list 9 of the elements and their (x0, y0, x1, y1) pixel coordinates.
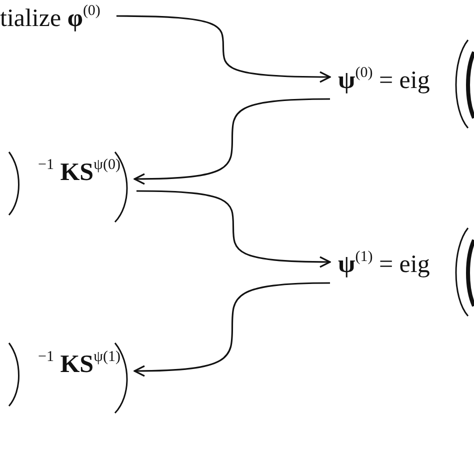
equation-text: $^{−1}$ KS$^{ψ(1)}$ (38, 350, 120, 380)
curved-arrow (134, 98, 330, 185)
equation-text: ψ$^{(1)}$ = eig (338, 250, 430, 280)
equation-text: ψ$^{(0)}$ = eig (338, 66, 430, 96)
equation-text: $^{−1}$ KS$^{ψ(0)}$ (38, 158, 120, 188)
curved-arrow (116, 15, 331, 83)
equation-text: tialize φ$^{(0)}$ (0, 4, 100, 34)
curved-arrow (134, 282, 330, 377)
curved-arrow (136, 190, 331, 268)
